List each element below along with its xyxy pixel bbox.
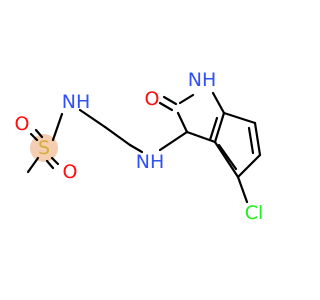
bond-ethyl-amine [128,143,144,154]
bond-c7a-c3a [213,111,226,144]
bond-c2-oxygen-a [158,101,174,112]
carbonyl-oxygen-label: O [145,88,160,110]
bond-methyl-sulfur [26,156,40,174]
bond-ethyl-ethyl [103,125,132,147]
bond-n1-c7a [211,91,226,115]
oxygen-sulfonyl-bottom-label: O [63,161,78,183]
sulfonamide-nh-label: NH [62,91,91,113]
bond-c5-c4-c3a [213,140,240,179]
bond-c7-c6-inner [247,126,255,155]
bond-c4-inner [217,143,238,171]
bond-c7a-c7 [222,111,257,125]
bond-amine-c3 [158,130,189,152]
molecule-structure-diagram: O S O NH O NH NH Cl [15,69,264,224]
bond-c7a-c3a-inner [208,116,219,142]
amine-nh-label: NH [136,151,165,173]
lactam-nh-label: NH [188,69,217,91]
bond-c6-c5 [236,153,262,179]
bond-ring-chlorine [236,175,249,204]
bond-sulfur-nitrogen [51,112,64,142]
bond-c3a-c3 [185,130,217,144]
oxygen-sulfonyl-top-label: O [15,113,30,135]
sulfur-label: S [38,137,50,159]
bond-c2-n1 [178,93,195,105]
bond-sulfur-oxygen-bottom-b [45,159,55,170]
chlorine-label: Cl [245,202,264,224]
bond-lines [26,91,262,204]
bond-sulfur-oxygen-top-a [29,132,39,142]
bond-c2-oxygen-b [162,95,178,106]
bond-c3-c2 [176,111,189,134]
bond-c7-c6 [253,121,262,157]
bond-sulfur-oxygen-bottom-a [50,156,60,166]
bond-nitrogen-ethyl [78,108,107,129]
bond-sulfur-oxygen-top-b [34,128,44,139]
